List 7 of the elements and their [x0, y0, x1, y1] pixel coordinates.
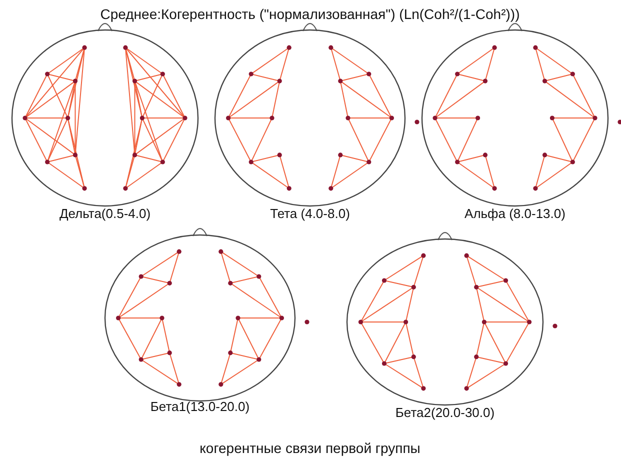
map-label: Бета2(20.0-30.0): [395, 405, 495, 420]
map-label: Бета1(13.0-20.0): [150, 399, 250, 414]
map-label: Дельта(0.5-4.0): [59, 206, 151, 221]
chart-title: Среднее:Когерентность ("нормализованная") (Ln(Coh²/(1-Coh²))): [100, 6, 520, 22]
map-label: Тета (4.0-8.0): [270, 206, 350, 221]
map-label: Альфа (8.0-13.0): [464, 206, 566, 221]
figure-caption: когерентные связи первой группы: [200, 440, 420, 456]
